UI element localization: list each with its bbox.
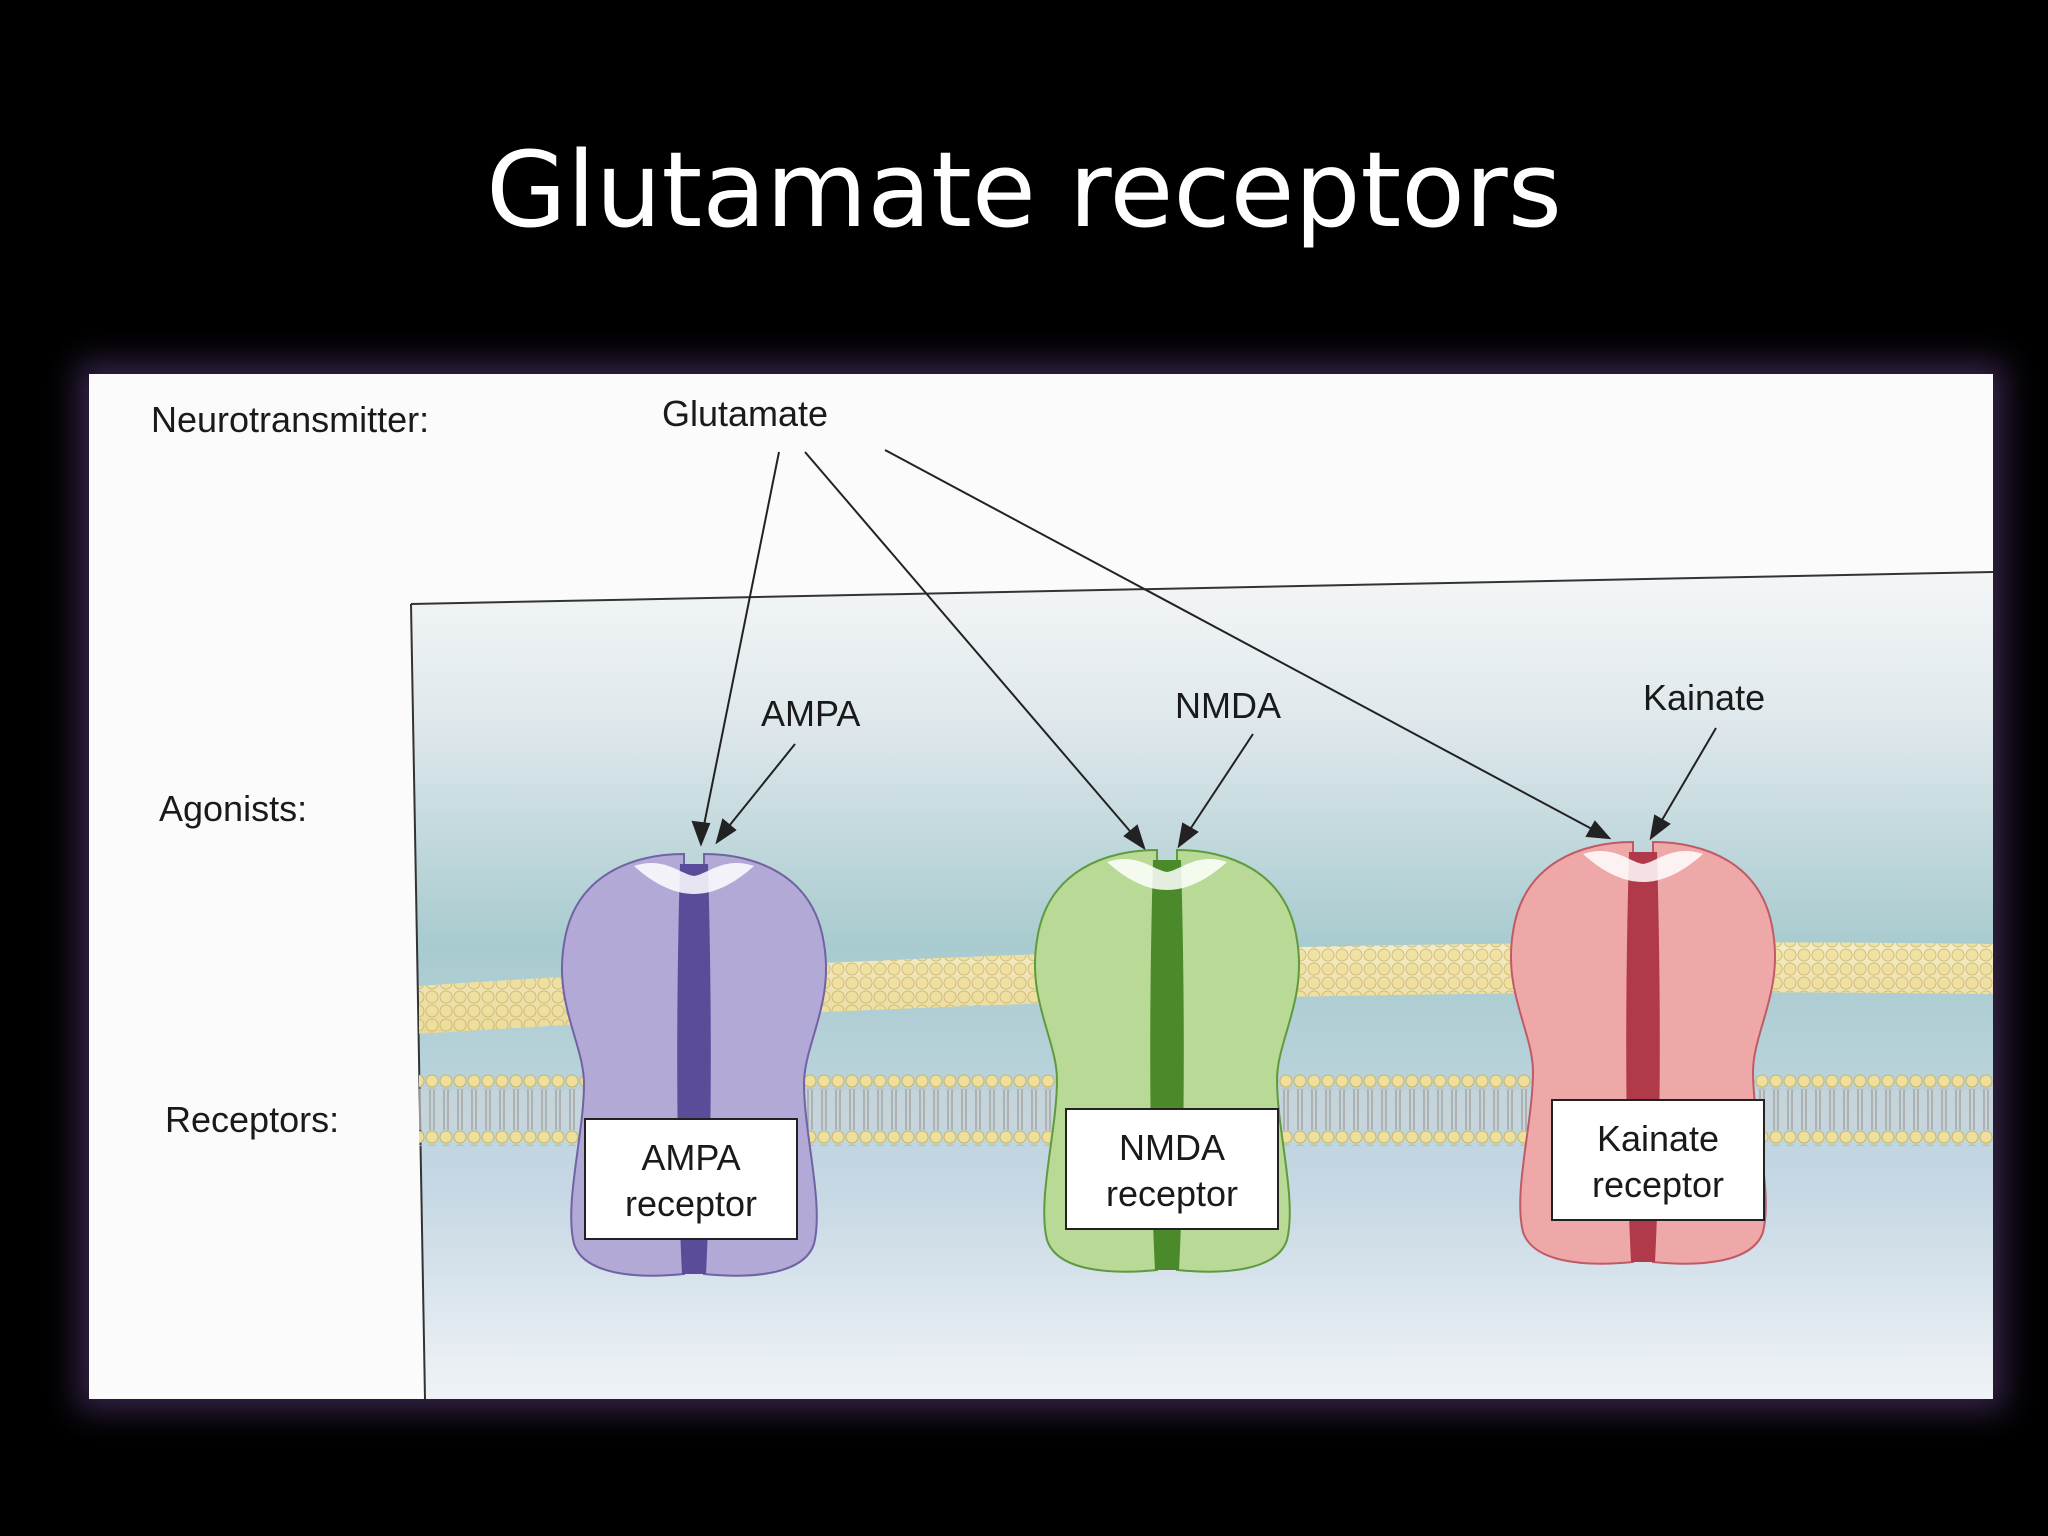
nmda-receptor-label-line2: receptor [1106, 1173, 1238, 1214]
nmda-receptor: NMDA receptor [1033, 848, 1301, 1273]
ampa-receptor-label-line1: AMPA [641, 1137, 740, 1178]
agonist-kainate-label: Kainate [1643, 677, 1765, 718]
diagram-figure: Neurotransmitter: Agonists: Receptors: G… [89, 374, 1993, 1399]
neurotransmitter-row-label: Neurotransmitter: [151, 399, 429, 440]
kainate-receptor: Kainate receptor [1509, 840, 1777, 1265]
glutamate-label: Glutamate [662, 393, 828, 434]
agonist-arrows [715, 727, 1717, 849]
plane-top-edge [410, 571, 1993, 605]
kainate-receptor-label-line1: Kainate [1597, 1118, 1719, 1159]
ampa-receptor: AMPA receptor [560, 852, 828, 1277]
agonist-ampa-label: AMPA [761, 693, 860, 734]
receptors-row-label: Receptors: [165, 1099, 339, 1140]
glutamate-arrows [691, 449, 1612, 851]
kainate-receptor-label-line2: receptor [1592, 1164, 1724, 1205]
agonist-nmda-label: NMDA [1175, 685, 1281, 726]
plane-left-edge [410, 603, 426, 1399]
ampa-receptor-label-line2: receptor [625, 1183, 757, 1224]
receptor-diagram: Neurotransmitter: Agonists: Receptors: G… [89, 374, 1993, 1399]
agonists-row-label: Agonists: [159, 788, 307, 829]
nmda-receptor-label-line1: NMDA [1119, 1127, 1225, 1168]
slide-title: Glutamate receptors [486, 129, 1562, 251]
